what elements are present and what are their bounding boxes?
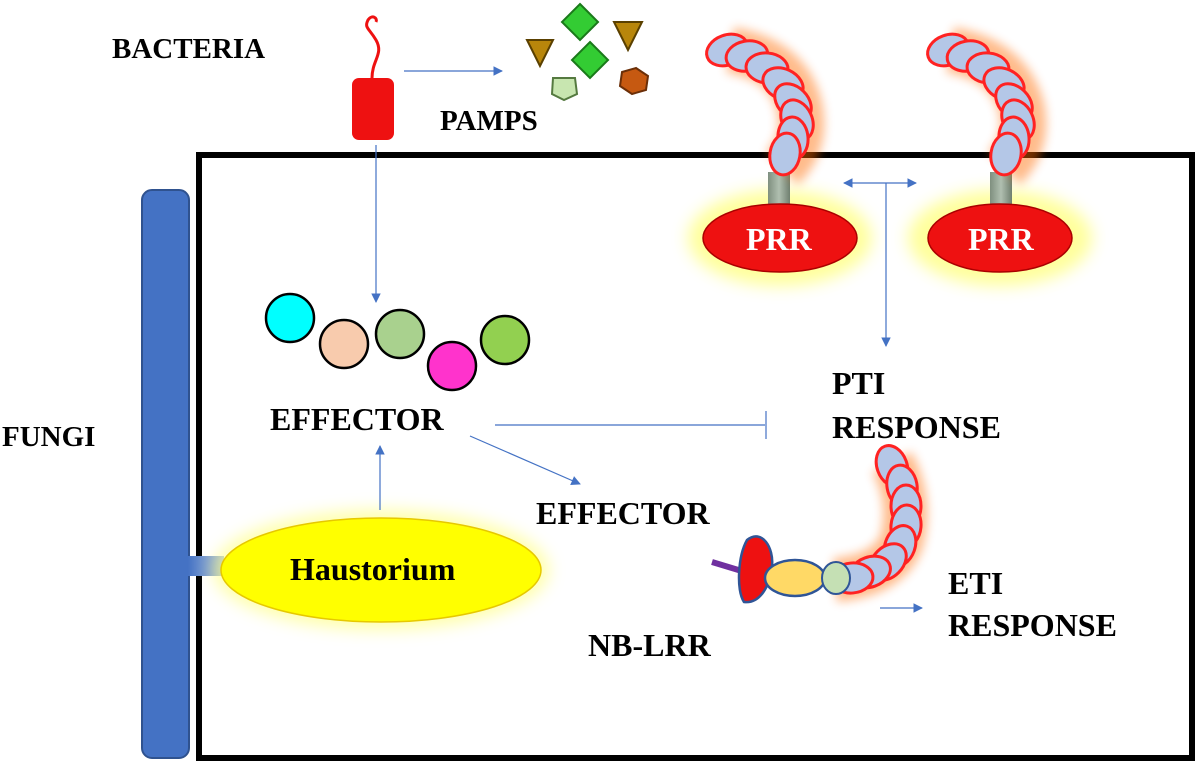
effector-bead-4	[426, 340, 478, 392]
bacteria-label: BACTERIA	[112, 33, 266, 65]
pamps-label: PAMPS	[440, 105, 538, 137]
nb-lrr-label: NB-LRR	[588, 627, 711, 663]
nb-lrr-red-domain	[737, 535, 774, 604]
pamps-molecules	[525, 2, 650, 102]
effector-proteins	[264, 292, 531, 392]
prr-right-stalk	[990, 172, 1012, 212]
pamp-diamond-top	[560, 2, 600, 42]
nb-lrr-yellow-domain	[763, 558, 827, 598]
fungal-hypha	[141, 189, 190, 759]
effector-label-mid: EFFECTOR	[536, 495, 710, 531]
pti-response-line1: PTI	[832, 365, 886, 401]
lrr-chain-left	[705, 27, 825, 185]
prr-right-label: PRR	[968, 221, 1034, 257]
lrr-right-bead-8	[989, 131, 1023, 177]
arrows	[371, 66, 923, 613]
pti-response-line2: RESPONSE	[832, 409, 1001, 445]
bacterium-flagellum	[365, 15, 381, 79]
pamp-pentagon	[550, 77, 579, 102]
pamp-hexagon	[618, 66, 650, 96]
lrr-chain-right	[926, 27, 1047, 185]
effector-label-top: EFFECTOR	[270, 401, 444, 437]
bacterium	[352, 78, 394, 140]
pamp-diamond-center	[570, 40, 610, 80]
effector-bead-2	[318, 318, 370, 370]
prr-left-body	[702, 203, 858, 273]
effector-bead-1	[264, 292, 316, 344]
prr-receptor-right	[908, 27, 1092, 286]
prr-left-stalk	[768, 172, 790, 212]
nb-lrr-complex	[711, 444, 928, 604]
prr-receptor-left	[688, 27, 872, 286]
plant-cell	[196, 152, 1195, 761]
nb-lrr-green-domain	[821, 561, 851, 595]
effector-bead-5	[479, 314, 531, 366]
effector-bead-3	[374, 308, 426, 360]
pamp-triangle-right	[612, 21, 644, 53]
haustorium	[220, 517, 542, 623]
arrow-effector-to-effector	[469, 435, 581, 485]
lrr-left-bead-8	[768, 131, 802, 177]
prr-right-body	[927, 203, 1073, 273]
eti-response-line2: RESPONSE	[948, 607, 1117, 643]
eti-response-line1: ETI	[948, 565, 1004, 601]
fungi-label: FUNGI	[2, 421, 96, 453]
prr-left-label: PRR	[746, 221, 812, 257]
pamp-triangle-left	[525, 39, 555, 69]
haustorium-label: Haustorium	[290, 551, 456, 587]
